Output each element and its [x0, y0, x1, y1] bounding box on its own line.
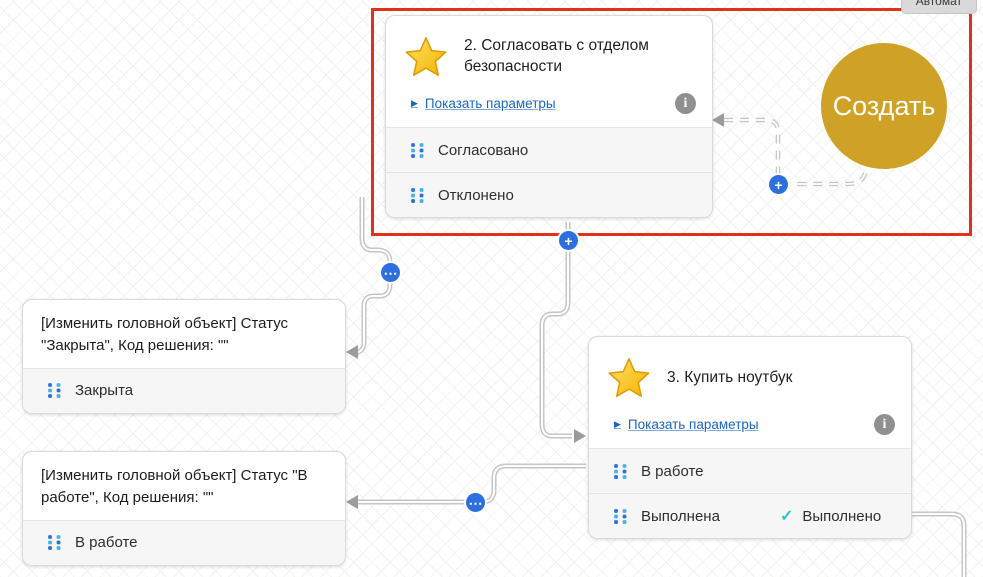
outcome-row-closed[interactable]: Закрыта [23, 367, 345, 413]
status-dots-icon [612, 508, 629, 525]
expand-triangle-icon: ▶ [614, 419, 621, 429]
node-toolbar: ▶ Показать параметры i [411, 93, 696, 114]
show-params-link[interactable]: ▶ Показать параметры [411, 96, 556, 111]
outcome-row-approved[interactable]: Согласовано [386, 127, 712, 172]
status-dots-icon [612, 463, 629, 480]
outcome-label: Отклонено [438, 186, 514, 204]
done-status-label: Выполнено [802, 507, 882, 525]
outcome-rows: Согласовано Отклонено [386, 127, 712, 217]
outcome-rows: В работе Выполнена ✓ Выполнено [589, 448, 911, 538]
outcome-label: В работе [75, 534, 138, 551]
outcome-label: Закрыта [75, 382, 134, 399]
connector-add-button[interactable]: + [769, 175, 788, 194]
ellipsis-icon: ⋯ [383, 264, 398, 281]
outcome-rows: В работе [23, 519, 345, 565]
info-icon[interactable]: i [874, 414, 895, 435]
connector-add-button[interactable]: + [559, 231, 578, 250]
outcome-row-inwork[interactable]: В работе [589, 448, 911, 493]
outcome-label: Выполнена [641, 507, 720, 525]
status-dots-icon [409, 142, 426, 159]
show-params-label: Показать параметры [424, 96, 556, 111]
outcome-row-declined[interactable]: Отклонено [386, 172, 712, 217]
expand-triangle-icon: ▶ [411, 98, 418, 108]
node-header: 3. Купить ноутбук [589, 337, 911, 401]
status-dots-icon [46, 534, 63, 551]
star-icon [606, 355, 652, 401]
show-params-label: Показать параметры [627, 417, 759, 432]
show-params-link[interactable]: ▶ Показать параметры [614, 417, 759, 432]
create-button[interactable]: Создать [821, 43, 947, 169]
node-title: 3. Купить ноутбук [667, 368, 793, 386]
task-node-approve[interactable]: 2. Согласовать с отделом безопасности ▶ … [385, 15, 713, 218]
star-icon [403, 34, 449, 80]
plus-icon: + [564, 232, 573, 249]
outcome-label: Согласовано [438, 141, 529, 159]
node-header: 2. Согласовать с отделом безопасности [386, 16, 712, 80]
outcome-row-inwork[interactable]: В работе [23, 519, 345, 565]
node-title: [Изменить головной объект] Статус "В раб… [41, 467, 308, 506]
node-title: 2. Согласовать с отделом безопасности [464, 37, 649, 75]
action-node-set-inwork[interactable]: [Изменить головной объект] Статус "В раб… [22, 451, 346, 566]
outcome-rows: Закрыта [23, 367, 345, 413]
node-title: [Изменить головной объект] Статус "Закры… [41, 315, 289, 354]
outcome-row-done[interactable]: Выполнена ✓ Выполнено [589, 493, 911, 538]
status-dots-icon [46, 382, 63, 399]
toolbar-button[interactable]: Автомат [900, 0, 977, 14]
connector-more-button[interactable]: ⋯ [466, 493, 485, 512]
done-status: ✓ Выполнено [780, 506, 881, 526]
status-dots-icon [409, 187, 426, 204]
check-icon: ✓ [779, 508, 794, 525]
outcome-label: В работе [641, 462, 704, 480]
info-icon[interactable]: i [675, 93, 696, 114]
plus-icon: + [774, 176, 783, 193]
task-node-buy-laptop[interactable]: 3. Купить ноутбук ▶ Показать параметры i [588, 336, 912, 539]
ellipsis-icon: ⋯ [468, 494, 483, 511]
connector-more-button[interactable]: ⋯ [381, 263, 400, 282]
node-toolbar: ▶ Показать параметры i [614, 414, 895, 435]
action-node-set-closed[interactable]: [Изменить головной объект] Статус "Закры… [22, 299, 346, 414]
